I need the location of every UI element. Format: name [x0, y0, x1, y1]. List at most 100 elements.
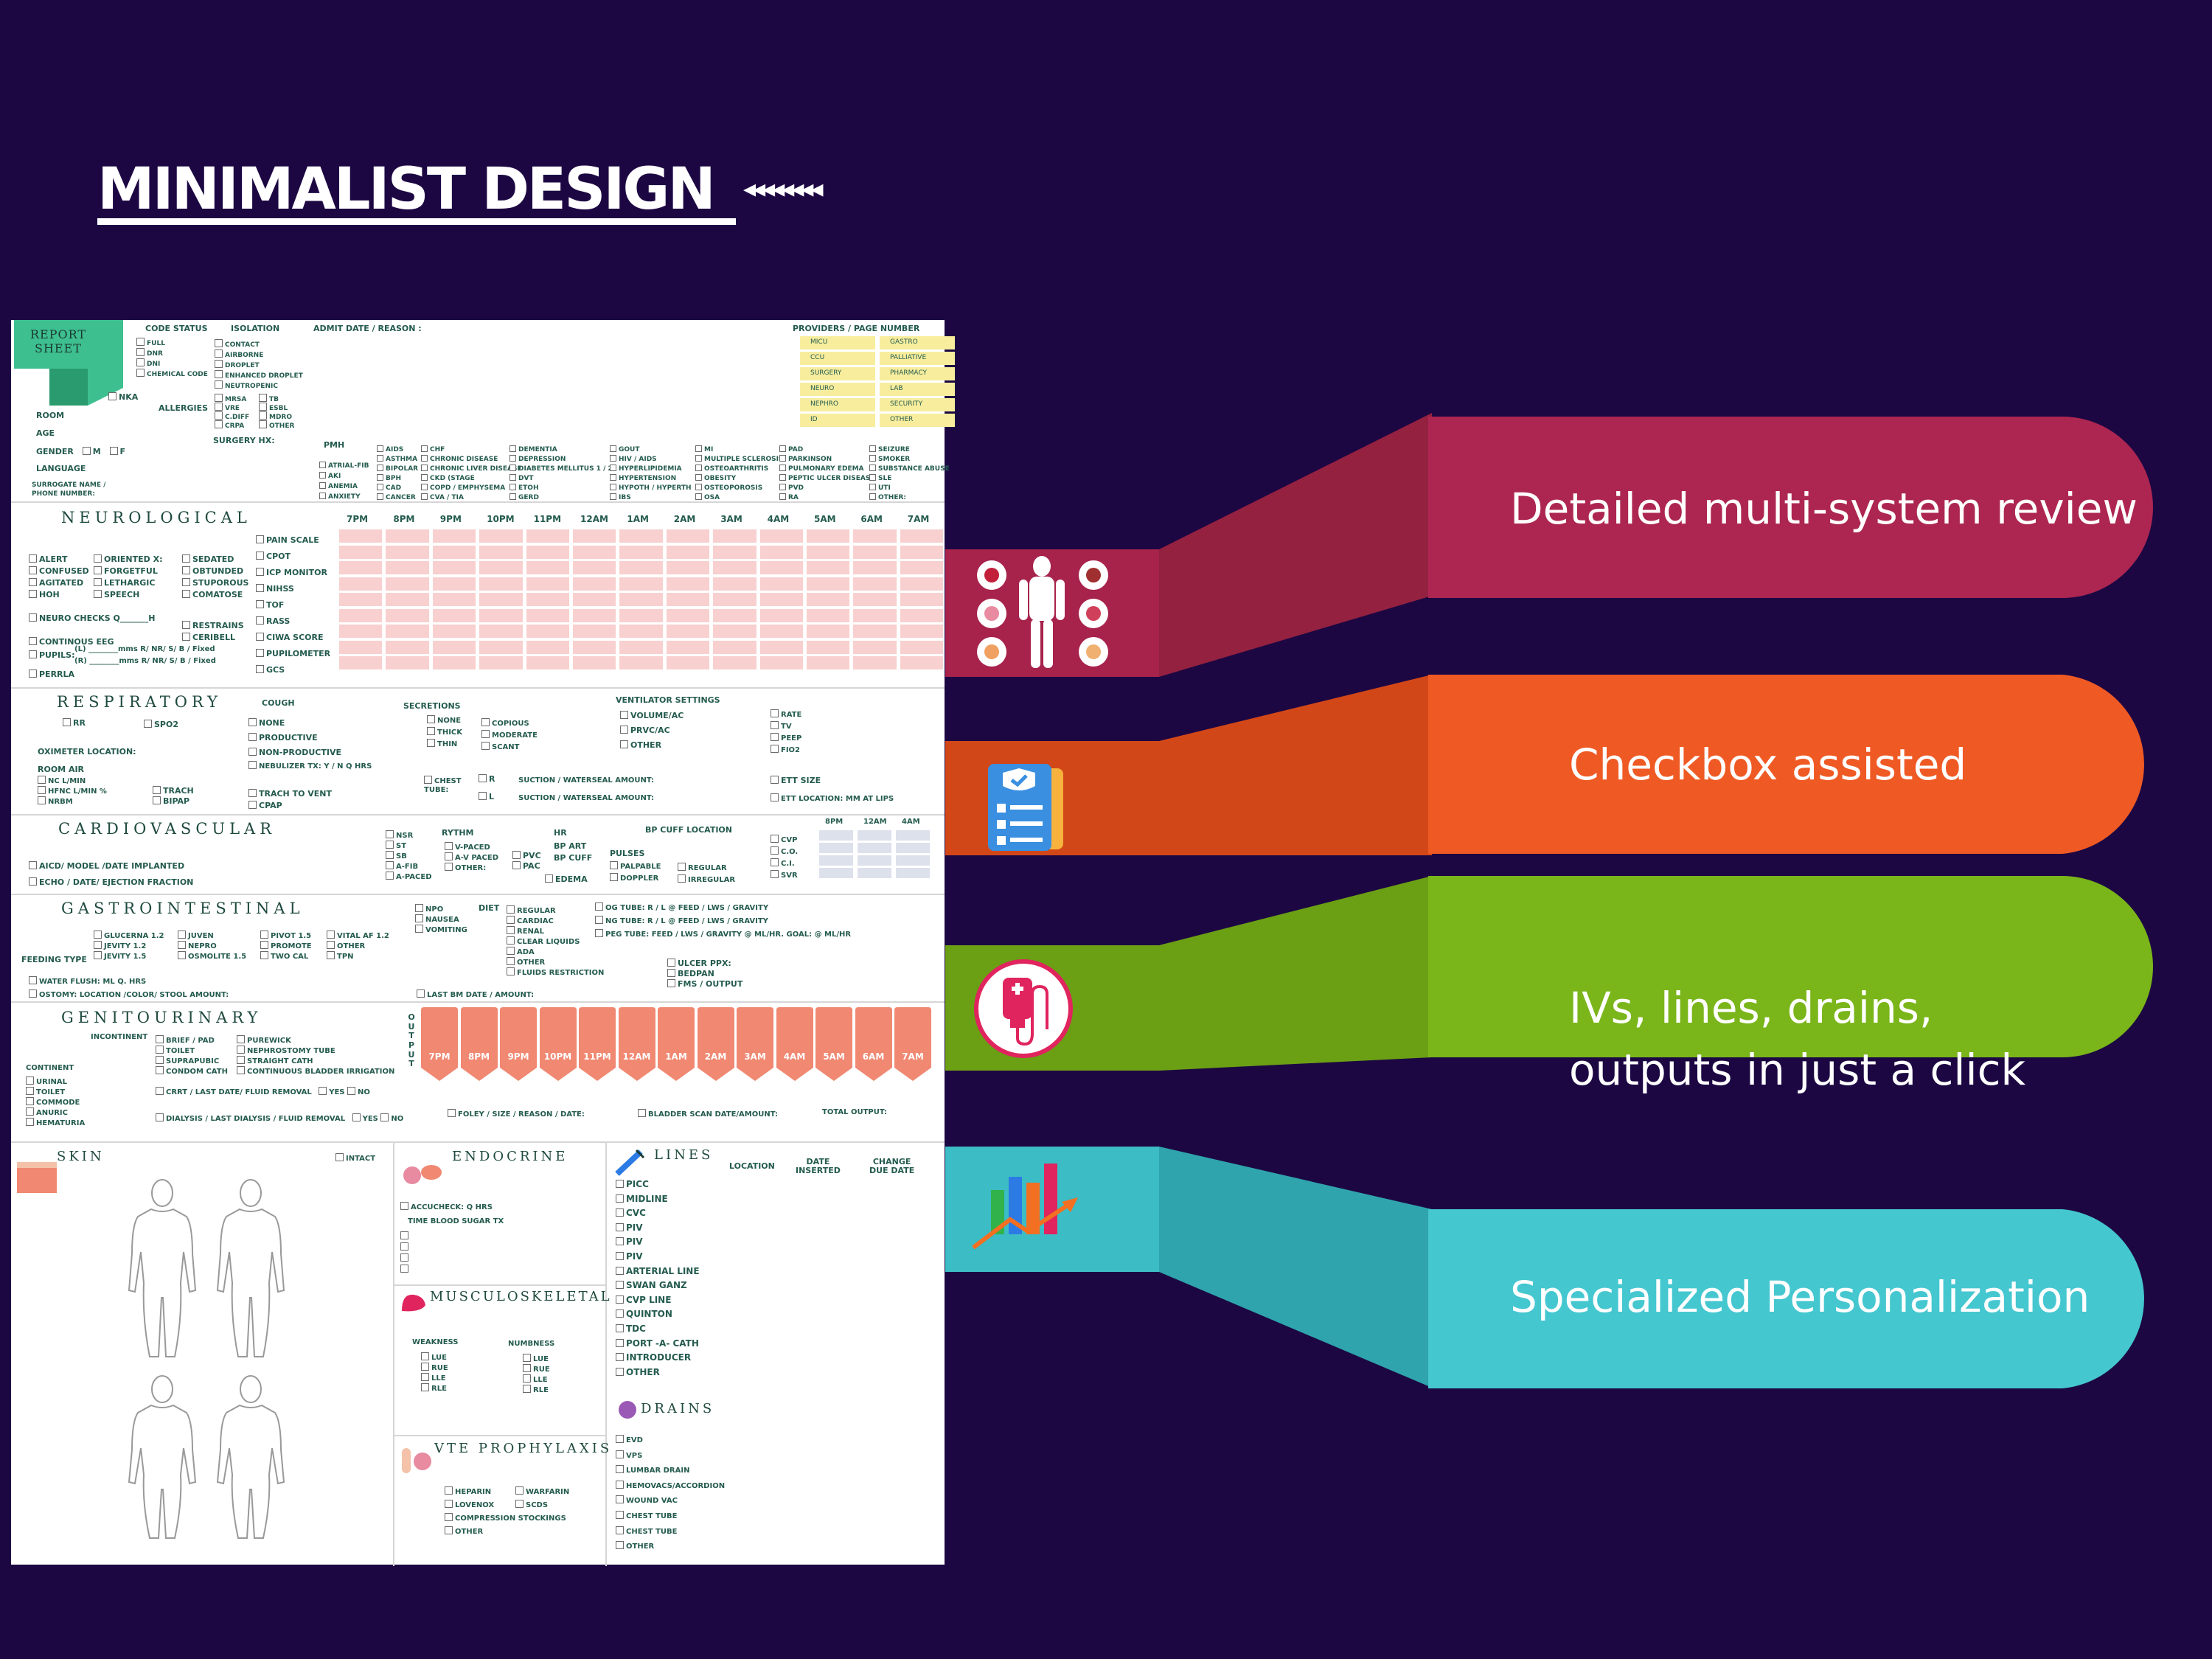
pmh-checkbox[interactable]: HYPOTH / HYPERTH — [610, 484, 692, 492]
neuro-cell[interactable] — [853, 529, 897, 543]
pmh-checkbox[interactable]: CKD (STAGE — [421, 474, 475, 482]
checkbox-item[interactable]: ANURIC — [26, 1107, 68, 1117]
checkbox-item[interactable]: TB — [259, 394, 279, 403]
output-tab[interactable] — [697, 1007, 734, 1081]
neuro-cell[interactable] — [479, 561, 523, 574]
neuro-cell[interactable] — [807, 561, 850, 574]
checkbox-item[interactable]: FULL — [136, 338, 165, 347]
neuro-cell[interactable] — [479, 577, 523, 591]
checkbox-item[interactable]: FLUIDS RESTRICTION — [507, 967, 604, 977]
checkbox-item[interactable]: TV — [771, 721, 792, 731]
neuro-cell[interactable] — [713, 640, 757, 654]
neuro-cell[interactable] — [339, 561, 383, 574]
checkbox-item[interactable]: JEVITY 1.5 — [94, 951, 146, 961]
neuro-cell[interactable] — [900, 577, 944, 591]
pmh-checkbox[interactable]: ANXIETY — [319, 493, 361, 501]
checkbox-item[interactable]: AIRBORNE — [215, 349, 263, 359]
checkbox-item[interactable]: PIV — [616, 1252, 643, 1261]
neuro-cell[interactable] — [573, 529, 616, 543]
checkbox-item[interactable]: DROPLET — [215, 360, 260, 369]
neuro-cell[interactable] — [432, 529, 476, 543]
checkbox-item[interactable]: IRREGULAR — [678, 874, 735, 884]
checkbox-item[interactable]: RENAL — [507, 926, 544, 936]
dialysis[interactable]: DIALYSIS / LAST DIALYSIS / FLUID REMOVAL… — [156, 1113, 403, 1123]
hemo-cell[interactable] — [858, 830, 891, 841]
checkbox-item[interactable]: TDC — [616, 1324, 646, 1333]
neuro-cell[interactable] — [526, 561, 569, 574]
neuro-cell[interactable] — [853, 561, 897, 574]
checkbox-item[interactable]: NEPRO — [178, 941, 217, 950]
pmh-checkbox[interactable]: SEIZURE — [869, 445, 910, 453]
water-flush[interactable]: WATER FLUSH: ML Q. HRS — [29, 976, 146, 986]
neuro-cell[interactable] — [386, 656, 429, 669]
pmh-checkbox[interactable]: DEMENTIA — [509, 445, 557, 453]
hemo-cell[interactable] — [896, 855, 930, 866]
neuro-cell[interactable] — [339, 529, 383, 543]
pmh-checkbox[interactable]: BIPOLAR — [377, 465, 418, 473]
neuro-cell[interactable] — [479, 529, 523, 543]
checkbox-item[interactable]: OTHER — [616, 1541, 654, 1551]
pmh-checkbox[interactable]: OSA — [695, 493, 720, 501]
neuro-cell[interactable] — [713, 656, 757, 669]
pmh-checkbox[interactable]: PVD — [779, 484, 804, 492]
neuro-cell[interactable] — [900, 529, 944, 543]
provider-cell[interactable]: NEURO — [800, 383, 875, 396]
neuro-cell[interactable] — [432, 561, 476, 574]
checkbox-item[interactable]: ST — [386, 841, 406, 850]
neuro-cell[interactable] — [526, 545, 569, 559]
pmh-checkbox[interactable]: BPH — [377, 474, 401, 482]
checkbox-item[interactable]: CIWA SCORE — [256, 633, 323, 641]
provider-cell[interactable]: PHARMACY — [880, 367, 955, 380]
neuro-cell[interactable] — [807, 656, 850, 669]
checkbox-item[interactable]: THIN — [427, 739, 457, 748]
checkbox-item[interactable]: C.DIFF — [215, 411, 249, 421]
neuro-cell[interactable] — [853, 545, 897, 559]
hemo-cell[interactable] — [858, 868, 891, 878]
pmh-checkbox[interactable]: GOUT — [610, 445, 640, 453]
checkbox-item[interactable]: SVR — [771, 870, 798, 880]
checkbox-item[interactable]: TPN — [327, 951, 354, 961]
checkbox-item[interactable]: VRE — [215, 403, 240, 412]
provider-cell[interactable]: MICU — [800, 336, 875, 349]
neuro-cell[interactable] — [619, 529, 663, 543]
neuro-cell[interactable] — [759, 656, 803, 669]
checkbox-item[interactable]: CONFUSED — [29, 566, 89, 575]
checkbox-item[interactable]: NEUTROPENIC — [215, 380, 278, 390]
checkbox-item[interactable]: CPOT — [256, 552, 291, 560]
bedpan-checkbox[interactable]: BEDPAN — [667, 969, 714, 978]
neuro-cell[interactable] — [713, 577, 757, 591]
neuro-cell[interactable] — [713, 545, 757, 559]
neuro-cell[interactable] — [432, 545, 476, 559]
aicd-checkbox[interactable]: AICD/ MODEL /DATE IMPLANTED — [29, 861, 184, 870]
checkbox-item[interactable]: STRAIGHT CATH — [237, 1056, 313, 1065]
hemo-cell[interactable] — [896, 868, 930, 878]
checkbox-item[interactable]: DNR — [136, 348, 163, 358]
checkbox-item[interactable]: MIDLINE — [616, 1194, 668, 1203]
neuro-cell[interactable] — [759, 577, 803, 591]
checkbox-item[interactable]: MRSA — [215, 394, 246, 403]
neuro-cell[interactable] — [526, 593, 569, 606]
neuro-cell[interactable] — [386, 545, 429, 559]
pmh-checkbox[interactable]: MULTIPLE SCLEROSIS — [695, 455, 783, 463]
provider-cell[interactable]: SURGERY — [800, 367, 875, 380]
neuro-cell[interactable] — [807, 608, 850, 622]
pmh-checkbox[interactable]: DIABETES MELLITUS 1 / 2 — [509, 465, 613, 473]
checkbox-item[interactable]: A-V PACED — [445, 852, 498, 862]
checkbox-item[interactable]: COMMODE — [26, 1097, 80, 1107]
neuro-cell[interactable] — [853, 608, 897, 622]
neuro-cell[interactable] — [479, 656, 523, 669]
checkbox-item[interactable]: VITAL AF 1.2 — [327, 931, 389, 940]
neuro-cell[interactable] — [339, 577, 383, 591]
checkbox-item[interactable]: PRODUCTIVE — [248, 733, 318, 742]
checkbox-item[interactable]: NRBM — [38, 796, 73, 806]
pmh-checkbox[interactable]: ETOH — [509, 484, 538, 492]
pmh-checkbox[interactable]: OSTEOARTHRITIS — [695, 465, 768, 473]
pmh-checkbox[interactable]: CVA / TIA — [421, 493, 464, 501]
neuro-cell[interactable] — [526, 529, 569, 543]
rr-checkbox[interactable]: RR — [63, 718, 86, 727]
checkbox-item[interactable]: VOLUME/AC — [620, 711, 684, 720]
checkbox-item[interactable]: COPIOUS — [481, 718, 529, 728]
checkbox-item[interactable]: TOILET — [26, 1087, 65, 1096]
checkbox-item[interactable]: OTHER — [620, 740, 661, 749]
pmh-checkbox[interactable]: RA — [779, 493, 799, 501]
